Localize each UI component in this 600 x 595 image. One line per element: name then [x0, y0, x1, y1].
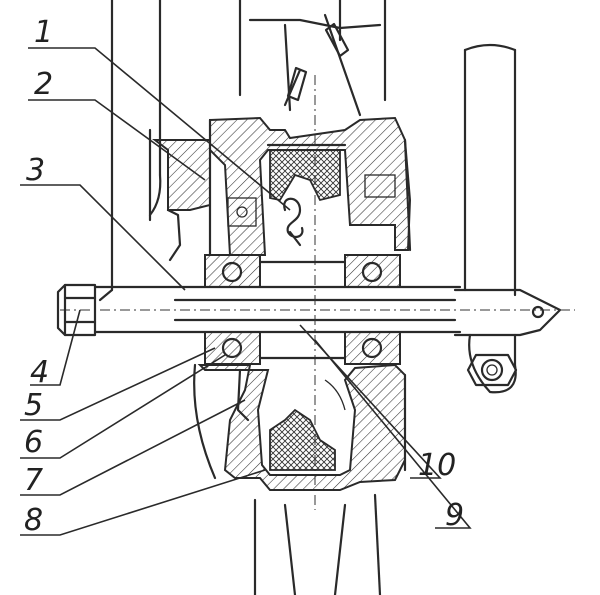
callout-9: 9 [445, 498, 464, 533]
leader-lines [20, 47, 472, 536]
left-fork-tube [98, 0, 162, 302]
axle-nut-left [56, 283, 97, 337]
callout-5: 5 [24, 388, 43, 423]
callout-4: 4 [30, 355, 49, 390]
callout-8: 8 [24, 503, 43, 538]
bearing-upper-right [344, 254, 401, 288]
hub-housing-lower [193, 363, 407, 491]
spokes-top [238, 0, 387, 117]
callout-3: 3 [26, 153, 45, 188]
axle-nut-right [466, 353, 518, 387]
right-fork-tube [453, 43, 562, 394]
callout-6: 6 [24, 425, 43, 460]
brake-cam [236, 368, 346, 422]
brake-shoe-upper [266, 143, 347, 202]
callout-7: 7 [24, 463, 43, 498]
spoke-nipple-top [286, 22, 350, 102]
spokes-bottom [253, 493, 382, 595]
brake-shoe-lower [269, 408, 336, 471]
bearing-lower-right [344, 331, 401, 365]
hub-flange-left [148, 128, 211, 262]
bearing-upper-left [204, 254, 261, 288]
callout-2: 2 [34, 67, 53, 102]
callout-1: 1 [34, 15, 53, 50]
hub-housing-upper [208, 116, 412, 257]
spring [283, 197, 304, 247]
callout-10: 10 [418, 448, 456, 483]
